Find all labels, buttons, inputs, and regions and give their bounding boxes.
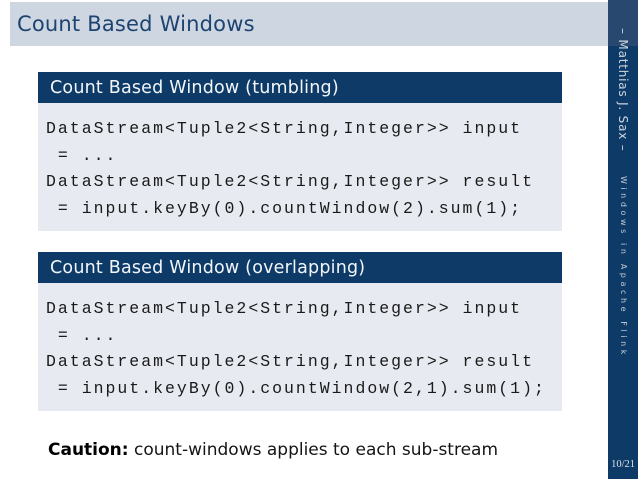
caution-text: count-windows applies to each sub-stream xyxy=(134,440,499,460)
sidebar: – Matthias J. Sax – Windows in Apache Fl… xyxy=(608,0,638,479)
caution-label: Caution: xyxy=(48,440,129,460)
slide-title-bar: Count Based Windows xyxy=(10,2,608,46)
sidebar-author: – Matthias J. Sax – xyxy=(616,28,630,152)
page-number: 10/21 xyxy=(611,459,635,470)
code-block-tumbling: Count Based Window (tumbling) DataStream… xyxy=(38,72,562,231)
code-line: DataStream<Tuple2<String,Integer>> resul… xyxy=(46,352,534,371)
code-line: = ... xyxy=(46,145,118,165)
code-block-tumbling-body: DataStream<Tuple2<String,Integer>> input… xyxy=(38,103,562,231)
caution-note: Caution: count-windows applies to each s… xyxy=(48,440,498,460)
code-block-title: Count Based Window (overlapping) xyxy=(50,257,366,278)
code-block-overlapping: Count Based Window (overlapping) DataStr… xyxy=(38,252,562,411)
code-line: DataStream<Tuple2<String,Integer>> input xyxy=(46,299,523,318)
code-line: DataStream<Tuple2<String,Integer>> input xyxy=(46,119,523,138)
page-title: Count Based Windows xyxy=(17,12,255,36)
sidebar-deck-title: Windows in Apache Flink xyxy=(619,176,628,359)
sidebar-title-shade xyxy=(608,0,638,46)
code-block-tumbling-header: Count Based Window (tumbling) xyxy=(38,72,562,103)
code-block-overlapping-body: DataStream<Tuple2<String,Integer>> input… xyxy=(38,283,562,411)
code-line: = ... xyxy=(46,325,118,345)
code-block-overlapping-header: Count Based Window (overlapping) xyxy=(38,252,562,283)
code-line: = input.keyBy(0).countWindow(2,1).sum(1)… xyxy=(46,378,546,398)
code-line: = input.keyBy(0).countWindow(2).sum(1); xyxy=(46,198,523,218)
code-line: DataStream<Tuple2<String,Integer>> resul… xyxy=(46,172,534,191)
code-block-title: Count Based Window (tumbling) xyxy=(50,77,339,98)
